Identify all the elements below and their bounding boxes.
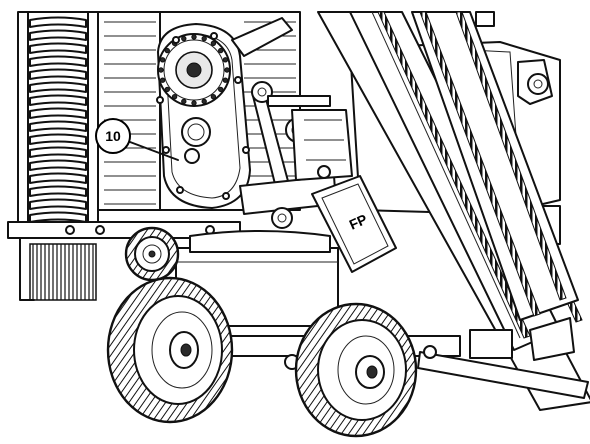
grille-bar — [29, 16, 87, 28]
grille-bar — [29, 42, 87, 54]
housing-bolt — [156, 96, 164, 104]
sprocket-tooth — [181, 98, 187, 105]
right-wheel — [294, 302, 418, 438]
sprocket-tooth — [181, 35, 187, 42]
sprocket-tooth — [218, 86, 224, 93]
housing-bolt — [172, 36, 180, 44]
conveyor-boom — [317, 11, 590, 411]
housing-bolt — [222, 192, 230, 200]
gearbox-housing — [156, 23, 251, 209]
housing-bolt — [176, 186, 184, 194]
sprocket-tooth — [201, 98, 207, 105]
grille-bar — [29, 133, 87, 145]
housing-bolt — [242, 146, 250, 154]
grille-bar — [29, 68, 87, 80]
sprocket-tooth — [159, 57, 166, 63]
housing-bolt — [162, 146, 170, 154]
callout-10-label: 10 — [105, 128, 121, 144]
grille-bar — [29, 94, 87, 106]
left-wheel — [106, 276, 234, 424]
callout-10-bubble — [95, 118, 131, 154]
sprocket-tooth — [210, 94, 217, 100]
grille-bar — [29, 107, 87, 119]
grille-bar — [29, 120, 87, 132]
housing-bolt — [234, 76, 242, 84]
sprocket-tooth — [222, 77, 229, 83]
sprocket-tooth — [191, 100, 197, 106]
sprocket-tooth — [218, 47, 224, 54]
sprocket-tooth — [171, 94, 178, 100]
svg-text:FP: FP — [347, 211, 370, 233]
sprocket-tooth — [201, 35, 207, 42]
sprocket-tooth — [158, 67, 164, 73]
grille-bar — [29, 185, 87, 197]
grille-bar — [29, 172, 87, 184]
sprocket-tooth — [191, 34, 197, 40]
grille-bar — [29, 81, 87, 93]
logo-plate: FP — [311, 175, 397, 273]
sprocket-tooth — [224, 67, 230, 73]
sprocket-tooth — [164, 86, 171, 93]
grille-bar — [29, 29, 87, 41]
sprocket-tooth — [159, 77, 166, 83]
sprocket-tooth — [164, 47, 171, 54]
housing-bolt — [210, 32, 218, 40]
sprocket-tooth — [210, 40, 217, 46]
grille-bar — [29, 159, 87, 171]
grille-bar — [29, 55, 87, 67]
grille-bar — [29, 146, 87, 158]
grille-bar — [29, 198, 87, 210]
sprocket-tooth — [222, 57, 229, 63]
callout-10: 10 — [95, 118, 179, 161]
rear-grille — [17, 11, 99, 301]
caster-wheel — [124, 226, 180, 282]
